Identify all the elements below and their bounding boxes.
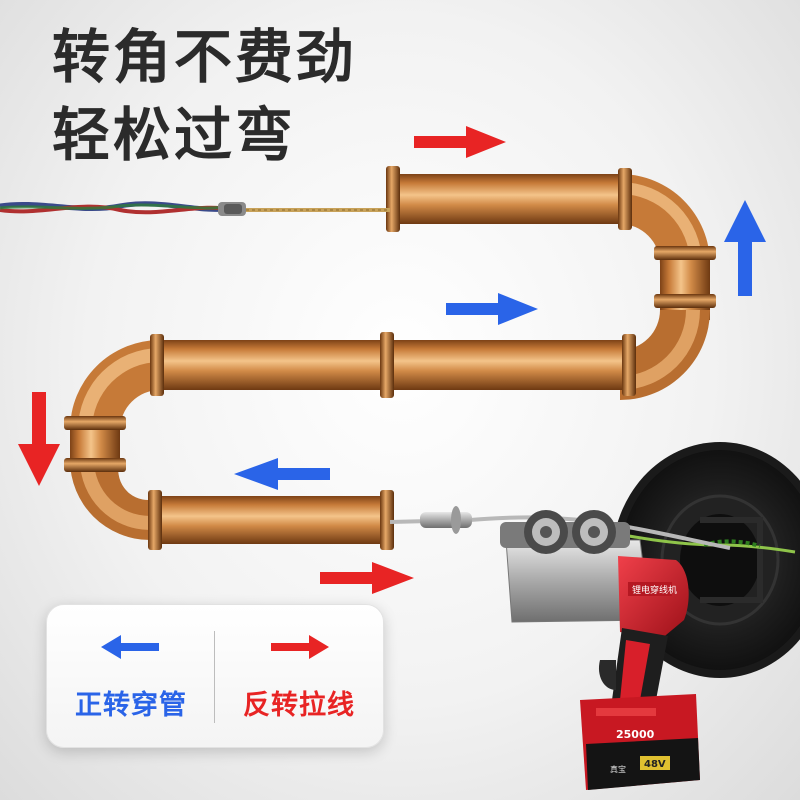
copper-pipe	[64, 166, 716, 550]
roller-wheel	[524, 510, 568, 554]
legend-reverse: 反转拉线	[215, 605, 383, 747]
blue-arrow-icon	[446, 293, 538, 325]
headline-line-2: 轻松过弯	[52, 101, 297, 169]
twisted-cable	[0, 201, 390, 216]
battery-capacity: 25000	[616, 728, 655, 741]
machine-label: 锂电穿线机	[632, 584, 677, 596]
blue-arrow-icon	[234, 458, 330, 490]
pipe-flange	[64, 166, 716, 550]
red-arrow-icon	[320, 562, 414, 594]
legend-divider	[214, 631, 215, 723]
wire-threading-machine: 锂电穿线机 25000 48V 真宝	[389, 442, 800, 790]
battery-voltage: 48V	[644, 759, 666, 770]
battery-pack: 25000 48V 真宝	[580, 694, 700, 790]
direction-legend: 正转穿管 反转拉线	[46, 604, 384, 748]
roller-wheel	[572, 510, 616, 554]
arrow-right-icon	[271, 635, 329, 659]
legend-forward-label: 正转穿管	[75, 690, 187, 721]
red-arrow-icon	[18, 392, 60, 486]
legend-reverse-label: 反转拉线	[243, 690, 355, 721]
battery-note: 真宝	[610, 764, 626, 774]
arrow-left-icon	[101, 635, 159, 659]
headline-line-1: 转角不费劲	[52, 23, 358, 91]
red-arrow-icon	[414, 126, 506, 158]
blue-arrow-icon	[724, 200, 766, 296]
legend-forward: 正转穿管	[47, 605, 215, 747]
